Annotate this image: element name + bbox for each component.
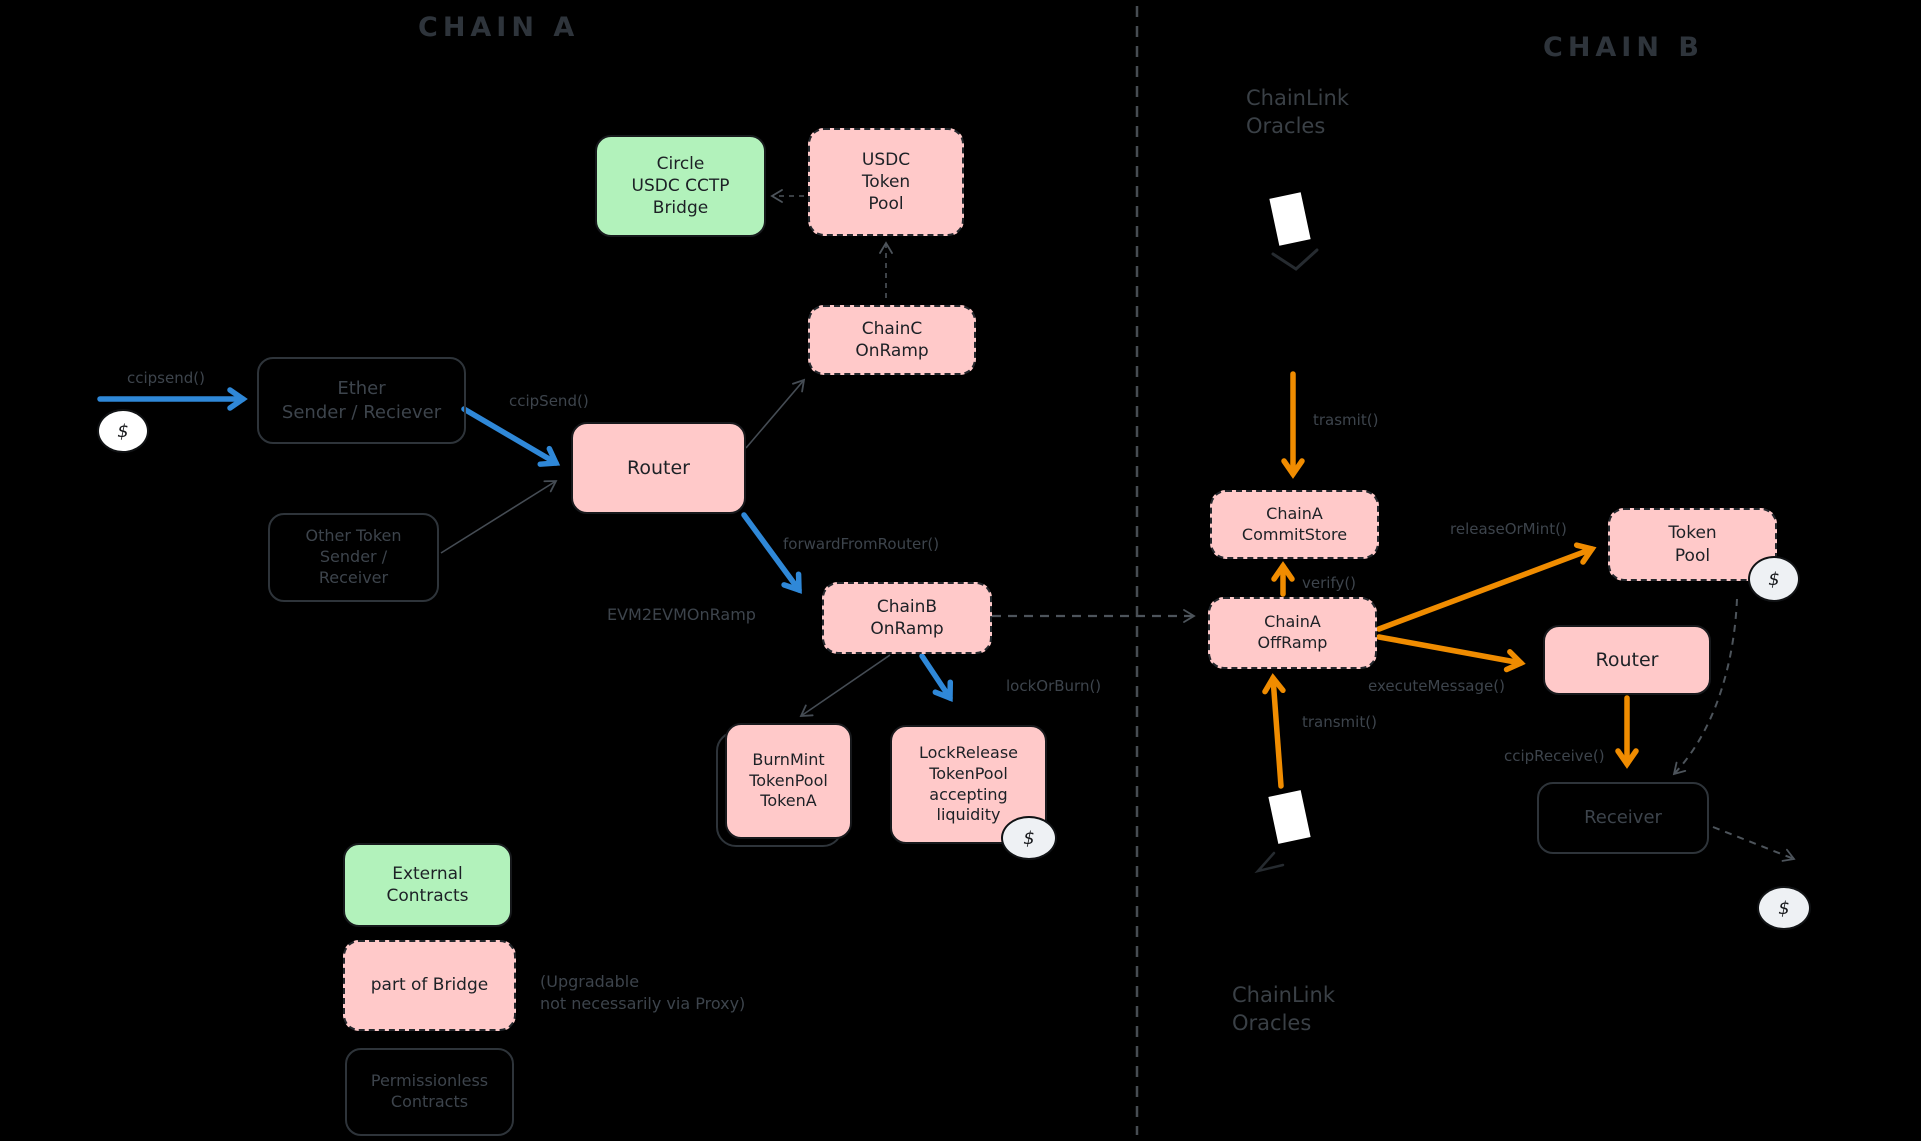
node-chaina-commitstore[interactable]: ChainA CommitStore bbox=[1210, 490, 1379, 559]
chainlink-oracles-bottom-label: ChainLink Oracles bbox=[1232, 983, 1335, 1036]
label-lock-or-burn: lockOrBurn() bbox=[1006, 677, 1102, 695]
upgradable-note: (Upgradable not necessarily via Proxy) bbox=[540, 972, 746, 1013]
node-other-token-sender-receiver[interactable]: Other Token Sender / Receiver bbox=[268, 513, 439, 602]
label-ccipsend: ccipsend() bbox=[127, 369, 205, 387]
node-burnmint-tokenpool[interactable]: BurnMint TokenPool TokenA bbox=[725, 723, 852, 839]
legend-part-of-bridge[interactable]: part of Bridge bbox=[343, 940, 516, 1031]
arrow-sender-to-router bbox=[461, 406, 561, 467]
node-ether-sender-reciever[interactable]: Ether Sender / Reciever bbox=[257, 357, 466, 444]
label-execute-message: executeMessage() bbox=[1368, 677, 1505, 695]
arrow-tokenpool-to-receiver bbox=[1672, 598, 1738, 776]
dollar-badge-receiver[interactable]: $ bbox=[1757, 886, 1811, 930]
dollar-badge-lockrelease[interactable]: $ bbox=[1001, 816, 1057, 860]
node-router-chain-a[interactable]: Router bbox=[571, 422, 746, 514]
label-ccip-receive: ccipReceive() bbox=[1504, 747, 1605, 765]
chain-a-title: CHAIN A bbox=[418, 12, 580, 43]
chain-b-title: CHAIN B bbox=[1543, 32, 1704, 63]
node-token-pool-chain-b[interactable]: Token Pool bbox=[1608, 508, 1777, 581]
node-chainb-onramp[interactable]: ChainB OnRamp bbox=[822, 582, 992, 654]
arrow-other-token-to-router bbox=[440, 480, 558, 554]
legend-permissionless-contracts[interactable]: Permissionless Contracts bbox=[345, 1048, 514, 1136]
node-usdc-token-pool[interactable]: USDC Token Pool bbox=[808, 128, 964, 236]
arrow-router-to-chainc-onramp bbox=[745, 378, 806, 449]
node-router-chain-b[interactable]: Router bbox=[1543, 625, 1711, 695]
legend-external-contracts[interactable]: External Contracts bbox=[343, 843, 512, 927]
label-evm2evm-onramp: EVM2EVMOnRamp bbox=[607, 605, 756, 624]
arrow-release-or-mint bbox=[1376, 542, 1597, 632]
label-release-or-mint: releaseOrMint() bbox=[1450, 520, 1567, 538]
dollar-badge-tokenpool[interactable]: $ bbox=[1748, 556, 1800, 602]
oracle-chevron-bottom bbox=[1254, 851, 1285, 874]
arrow-execute-message bbox=[1376, 634, 1526, 673]
oracle-chevron-top bbox=[1271, 248, 1319, 271]
arrow-transmit-to-offramp bbox=[1262, 673, 1286, 789]
label-verify: verify() bbox=[1302, 574, 1357, 592]
chainlink-oracles-top-label: ChainLink Oracles bbox=[1246, 86, 1349, 139]
node-lockrelease-tokenpool[interactable]: LockRelease TokenPool accepting liquidit… bbox=[890, 725, 1047, 844]
node-receiver[interactable]: Receiver bbox=[1537, 782, 1709, 854]
arrow-receiver-to-dollar bbox=[1712, 826, 1796, 862]
node-chaina-offramp[interactable]: ChainA OffRamp bbox=[1208, 597, 1377, 669]
arrow-onramp-to-lockrelease bbox=[919, 653, 954, 703]
dollar-badge-sender[interactable]: $ bbox=[97, 409, 149, 453]
label-trasmit: trasmit() bbox=[1313, 411, 1379, 429]
label-forward-from-router: forwardFromRouter() bbox=[783, 535, 940, 553]
label-ccipsend-2: ccipSend() bbox=[509, 392, 589, 410]
label-transmit: transmit() bbox=[1302, 713, 1377, 731]
node-circle-usdc-cctp-bridge[interactable]: Circle USDC CCTP Bridge bbox=[595, 135, 766, 237]
arrow-router-to-chainb-onramp bbox=[741, 512, 802, 594]
arrow-onramp-to-burnmint bbox=[799, 654, 891, 717]
node-chainc-onramp[interactable]: ChainC OnRamp bbox=[808, 305, 976, 375]
